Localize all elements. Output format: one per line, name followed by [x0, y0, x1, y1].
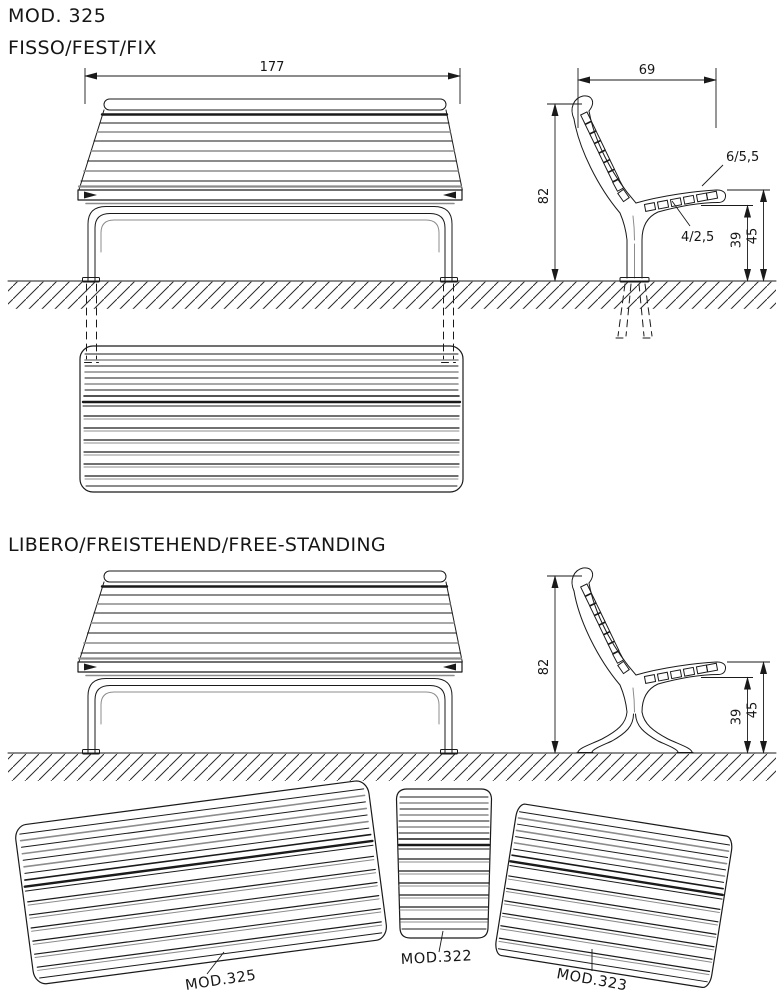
dim-seat-rear-height-fixed-value: 39	[730, 232, 745, 249]
plan-view-bench	[78, 344, 465, 494]
callout-seat-slat: 4/2,5	[672, 201, 714, 245]
leader-left-module	[207, 952, 224, 974]
composition-center-module	[395, 787, 493, 940]
ground-hatch-free	[8, 753, 776, 781]
dimension-side-depth: 69	[577, 63, 717, 128]
bench-front-fixed	[76, 97, 464, 284]
ground-free	[8, 753, 776, 781]
label-left-module: MOD.325	[184, 968, 257, 994]
composition-right-bench	[492, 801, 735, 990]
page-title: MOD. 325	[8, 5, 106, 27]
bench-side-free-leg	[577, 712, 693, 753]
front-view-free	[76, 569, 464, 756]
dimension-seat-rear-height-fixed: 39	[701, 204, 753, 282]
front-view-fixed: 177	[76, 60, 464, 363]
callout-seat-slat-value: 4/2,5	[681, 230, 714, 245]
section-free-heading: LIBERO/FREISTEHEND/FREE-STANDING	[8, 534, 386, 556]
dim-front-width-value: 177	[260, 60, 285, 75]
composition-layout: MOD.325 MOD.322 MOD.323	[12, 778, 735, 994]
side-view-fixed: 69 82 45 39 6/5,5 4/2,5	[537, 63, 770, 338]
label-center-module: MOD.322	[400, 948, 472, 968]
callout-back-slat-value: 6/5,5	[726, 150, 759, 165]
dimension-front-width: 177	[84, 60, 461, 104]
dim-side-depth-value: 69	[639, 63, 656, 78]
side-view-free: 82 45 39	[537, 567, 770, 754]
dim-seat-rear-height-free-value: 39	[730, 709, 745, 726]
bench-side-free-upper	[571, 567, 727, 713]
dimension-seat-rear-height-free: 39	[701, 676, 753, 754]
section-fixed-heading: FISSO/FEST/FIX	[8, 37, 157, 59]
ground-fixed	[8, 281, 776, 309]
bench-side-fixed-upper	[571, 95, 727, 241]
callout-back-slat: 6/5,5	[702, 150, 759, 186]
composition-left-bench	[12, 778, 390, 987]
dim-back-height-free-value: 82	[537, 659, 552, 676]
dim-back-height-fixed-value: 82	[537, 188, 552, 205]
bench-front-free	[76, 569, 464, 756]
dimension-back-height-fixed: 82	[537, 103, 582, 282]
leader-center-module	[439, 931, 443, 952]
ground-hatch-fixed	[8, 281, 776, 309]
dimension-seat-front-height-free: 45	[727, 661, 770, 754]
dimension-back-height-free: 82	[537, 575, 582, 754]
